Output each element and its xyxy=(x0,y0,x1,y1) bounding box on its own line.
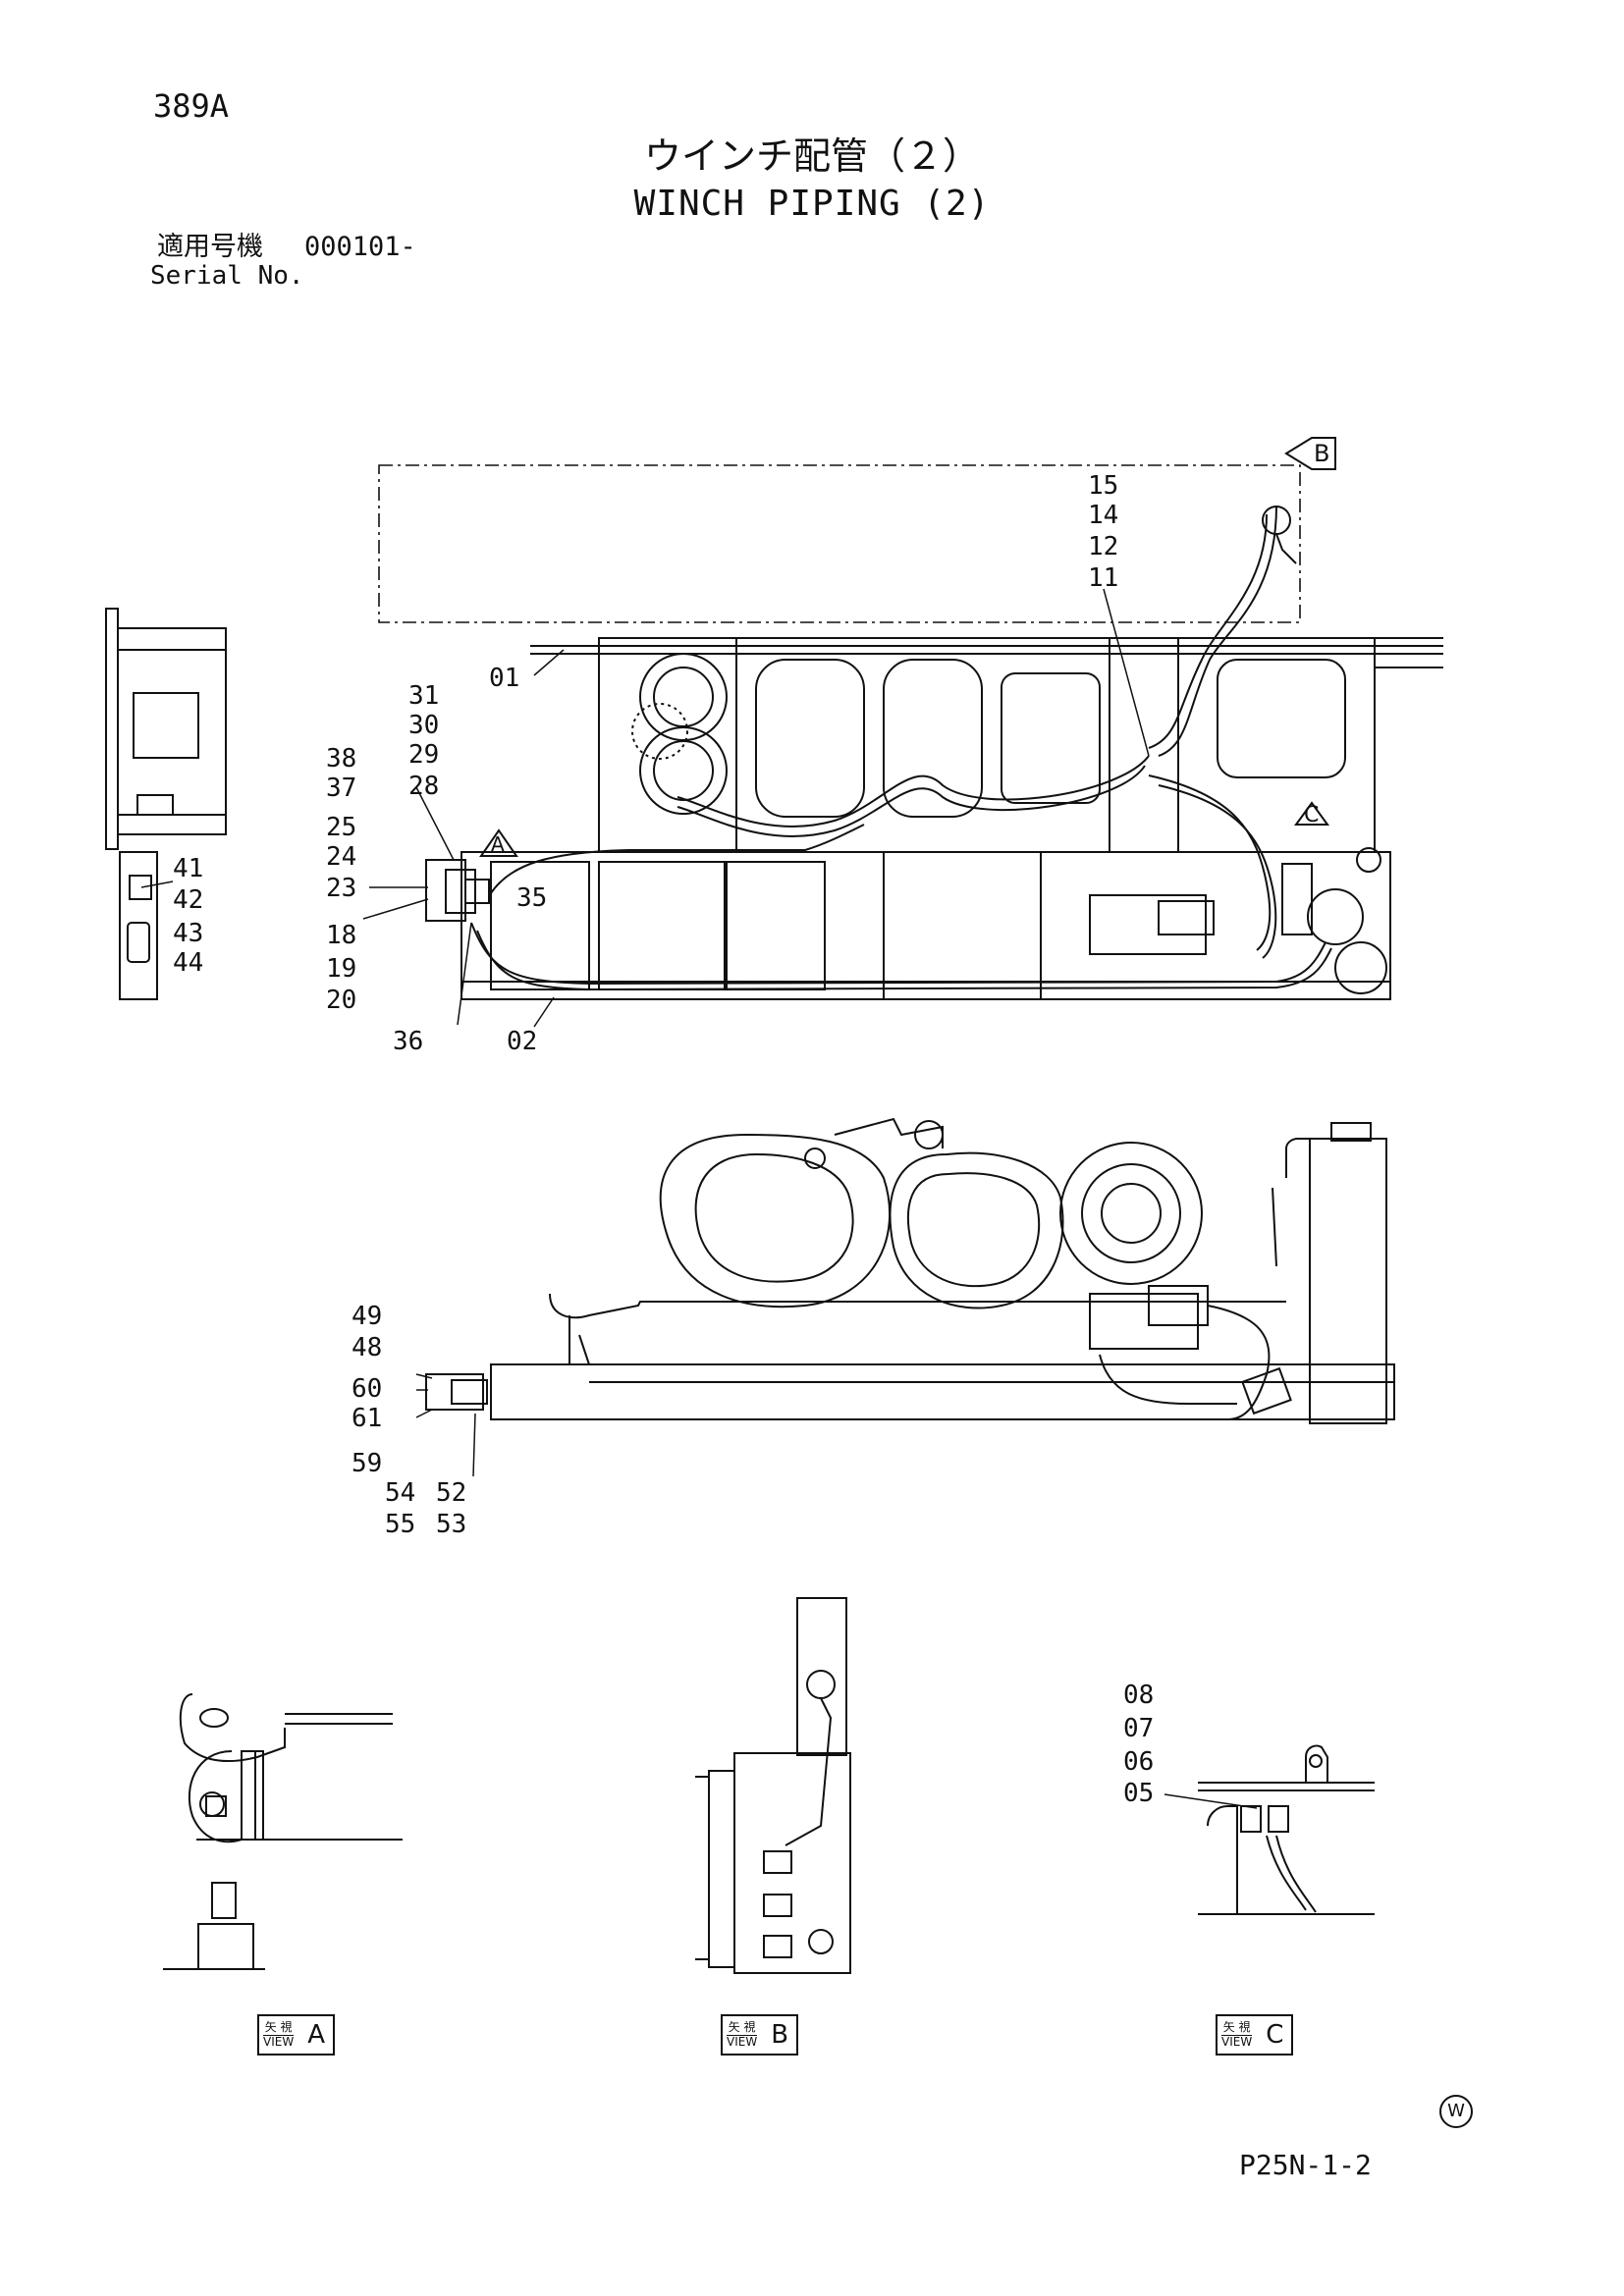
view-b-drawing xyxy=(695,1597,851,1974)
title-english: WINCH PIPING (2) xyxy=(633,184,991,224)
callout-31: 31 xyxy=(408,681,440,711)
view-b-marker xyxy=(1284,437,1336,470)
callout-12: 12 xyxy=(1088,532,1119,561)
view-b-marker-letter: B xyxy=(1314,440,1330,467)
callout-41: 41 xyxy=(173,854,204,883)
view-label-a-en: VIEW xyxy=(263,2034,295,2049)
view-a-drawing xyxy=(163,1693,403,1970)
callout-52: 52 xyxy=(436,1478,467,1508)
callout-08: 08 xyxy=(1123,1681,1155,1710)
side-elevation-view xyxy=(425,1117,1395,1424)
callout-38: 38 xyxy=(326,744,357,774)
callout-42: 42 xyxy=(173,885,204,915)
callout-23: 23 xyxy=(326,874,357,903)
page-code: 389A xyxy=(153,87,230,125)
view-c-marker-letter: C xyxy=(1304,803,1320,828)
callout-49: 49 xyxy=(352,1302,383,1331)
callout-54: 54 xyxy=(385,1478,416,1508)
view-a-marker-letter: A xyxy=(491,832,505,856)
left-side-view xyxy=(105,608,227,1000)
view-label-a-ja: 矢 視 xyxy=(264,2020,293,2035)
callout-37: 37 xyxy=(326,774,357,803)
callout-61: 61 xyxy=(352,1404,383,1433)
callout-59: 59 xyxy=(352,1449,383,1478)
callout-02: 02 xyxy=(507,1027,538,1056)
footer-page-id: P25N-1-2 xyxy=(1239,2149,1372,2181)
view-label-c-en: VIEW xyxy=(1221,2034,1253,2049)
callout-15: 15 xyxy=(1088,471,1119,501)
callout-60: 60 xyxy=(352,1374,383,1404)
callout-35: 35 xyxy=(516,883,548,913)
view-c-drawing xyxy=(1198,1744,1375,1915)
callout-48: 48 xyxy=(352,1333,383,1362)
callout-19: 19 xyxy=(326,954,357,984)
view-c-marker xyxy=(1294,801,1329,826)
view-label-a-letter: A xyxy=(307,2020,325,2050)
view-label-c-letter: C xyxy=(1266,2020,1284,2050)
callout-36: 36 xyxy=(393,1027,424,1056)
callout-06: 06 xyxy=(1123,1747,1155,1777)
callout-30: 30 xyxy=(408,711,440,740)
circled-w-mark: W xyxy=(1439,2095,1473,2128)
title-japanese: ウインチ配管（２） xyxy=(643,134,980,178)
serial-label-japanese: 適用号機 xyxy=(157,232,263,262)
callout-01: 01 xyxy=(489,664,520,693)
callout-43: 43 xyxy=(173,919,204,948)
callout-53: 53 xyxy=(436,1510,467,1539)
callout-55: 55 xyxy=(385,1510,416,1539)
plan-view xyxy=(378,437,1443,1000)
view-label-b-ja: 矢 視 xyxy=(728,2020,756,2035)
callout-44: 44 xyxy=(173,948,204,978)
callout-18: 18 xyxy=(326,921,357,950)
callout-05: 05 xyxy=(1123,1779,1155,1808)
callout-20: 20 xyxy=(326,986,357,1015)
callout-24: 24 xyxy=(326,842,357,872)
serial-label-english: Serial No. xyxy=(150,261,304,291)
callout-14: 14 xyxy=(1088,501,1119,530)
callout-07: 07 xyxy=(1123,1714,1155,1743)
callout-29: 29 xyxy=(408,740,440,770)
view-label-c-ja: 矢 視 xyxy=(1222,2020,1251,2035)
leader-lines xyxy=(140,588,1258,1809)
serial-number-value: 000101- xyxy=(304,232,416,262)
callout-28: 28 xyxy=(408,772,440,801)
callout-25: 25 xyxy=(326,813,357,842)
view-a-marker xyxy=(479,828,518,857)
view-label-b-en: VIEW xyxy=(727,2034,758,2049)
view-label-b-letter: B xyxy=(771,2020,789,2050)
callout-11: 11 xyxy=(1088,563,1119,593)
